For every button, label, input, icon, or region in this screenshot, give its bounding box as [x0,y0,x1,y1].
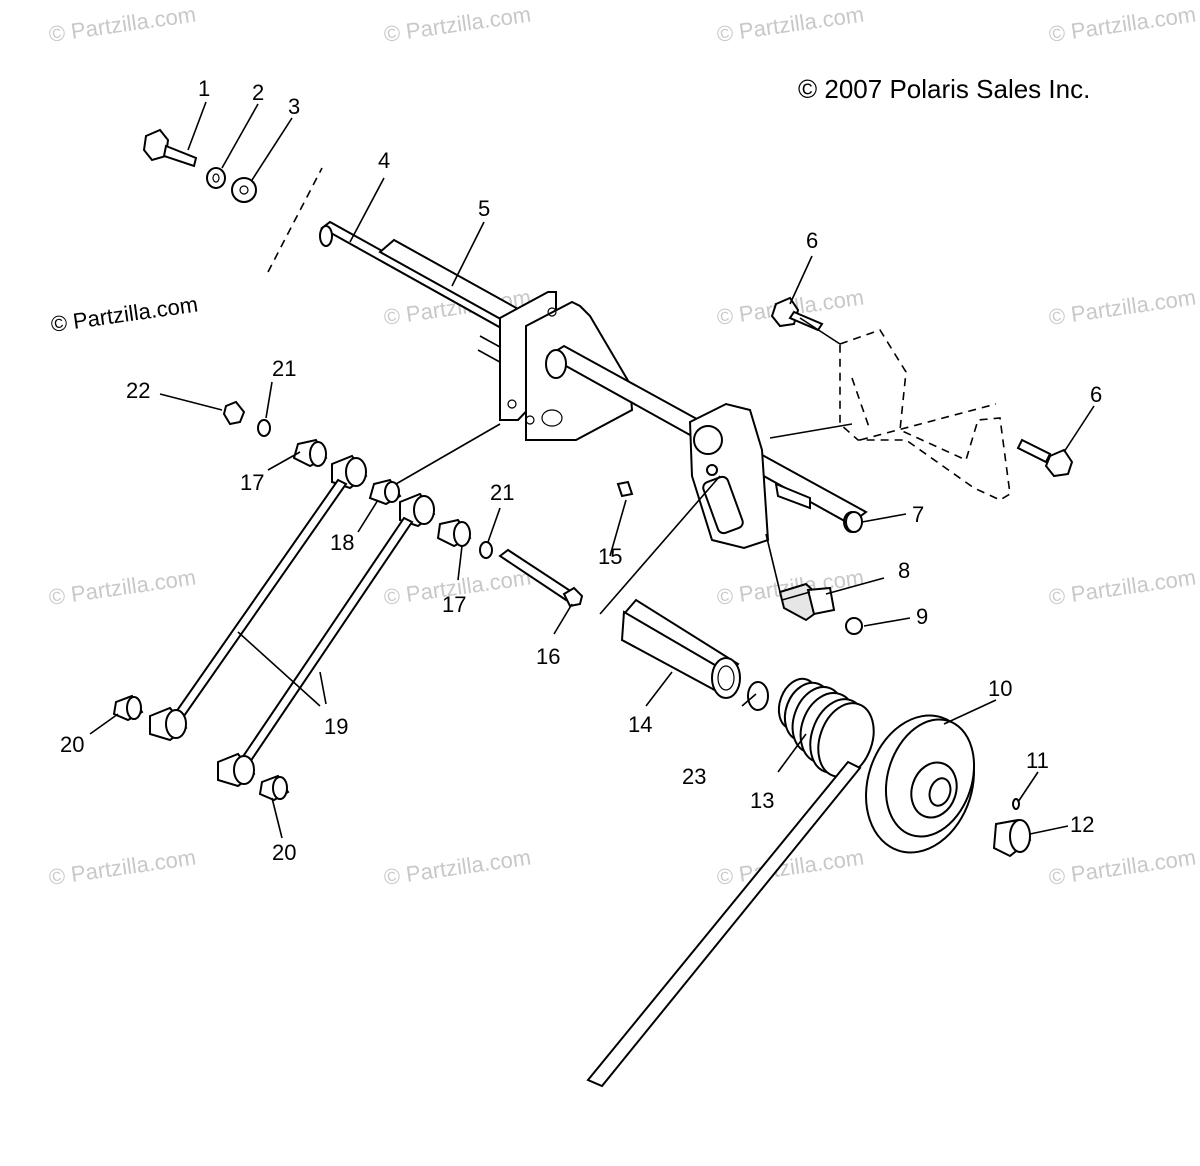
part-nut-22 [222,400,246,426]
callout-4: 4 [378,148,390,173]
callout-10: 10 [988,676,1012,701]
part-bushing-12 [992,818,1032,858]
watermark: © Partzilla.com [47,845,197,890]
callout-7: 7 [912,502,924,527]
part-bushing-17a [292,438,328,468]
part-wheel-10 [865,714,976,854]
callout-21a: 21 [272,356,296,381]
callout-11: 11 [1026,748,1049,773]
callout-3: 3 [288,94,300,119]
part-bushing-20a [112,694,144,722]
part-washer-23 [747,681,769,711]
callout-8: 8 [898,558,910,583]
drawing [112,128,1074,1088]
part-bolt-1 [142,128,198,168]
part-link-19b [217,492,436,788]
callout-6a: 6 [806,228,818,253]
part-bushing-20b [258,774,290,802]
part-bolt-6b [1016,438,1074,478]
part-spring-13 [586,677,875,1088]
callout-17b: 17 [442,592,466,617]
callout-9: 9 [916,604,928,629]
part-bushing-17b [436,518,472,548]
callout-12: 12 [1070,812,1094,837]
part-bushing-18 [368,478,402,506]
copyright-notice: © 2007 Polaris Sales Inc. [798,74,1090,104]
watermark: © Partzilla.com [382,845,532,890]
callout-18: 18 [330,530,354,555]
watermark: © Partzilla.com [1047,285,1197,330]
callout-labels: 1 2 3 4 5 6 6 7 8 9 10 11 12 13 14 15 16… [60,76,1102,865]
watermark: © Partzilla.com [382,2,532,47]
callout-21b: 21 [490,480,514,505]
callout-16: 16 [536,644,560,669]
part-setscrew-15 [616,480,634,498]
part-mounting-plate-dashed [839,329,1011,501]
watermark: © Partzilla.com [715,2,865,47]
callout-15: 15 [598,544,622,569]
part-link-19a [149,454,368,742]
callout-5: 5 [478,196,490,221]
part-washer-21b [479,541,493,559]
part-washer-2 [206,167,226,189]
part-washer-21a [257,419,271,437]
watermark-prominent: © Partzilla.com [49,292,199,337]
watermark: © Partzilla.com [1047,845,1197,890]
callout-2: 2 [252,80,264,105]
callout-6b: 6 [1090,382,1102,407]
watermark: © Partzilla.com [1047,565,1197,610]
callout-20a: 20 [60,732,84,757]
callout-14: 14 [628,712,652,737]
part-pivot-arm [688,402,770,550]
watermark: © Partzilla.com [1047,2,1197,47]
part-spacer-14 [620,598,741,699]
callout-17a: 17 [240,470,264,495]
leader-lines [89,101,1095,839]
watermark: © Partzilla.com [47,565,197,610]
callout-20b: 20 [272,840,296,865]
callout-22: 22 [126,378,150,403]
callout-1: 1 [198,76,210,101]
part-bolt-16 [498,548,584,608]
callout-23: 23 [682,764,706,789]
callout-13: 13 [750,788,774,813]
part-end-cap-7 [845,511,863,533]
part-oring-9 [845,617,863,635]
watermark: © Partzilla.com [47,2,197,47]
part-washer-3 [231,177,257,203]
part-block-8 [778,582,836,622]
callout-19: 19 [324,714,348,739]
axis-line [267,167,323,273]
